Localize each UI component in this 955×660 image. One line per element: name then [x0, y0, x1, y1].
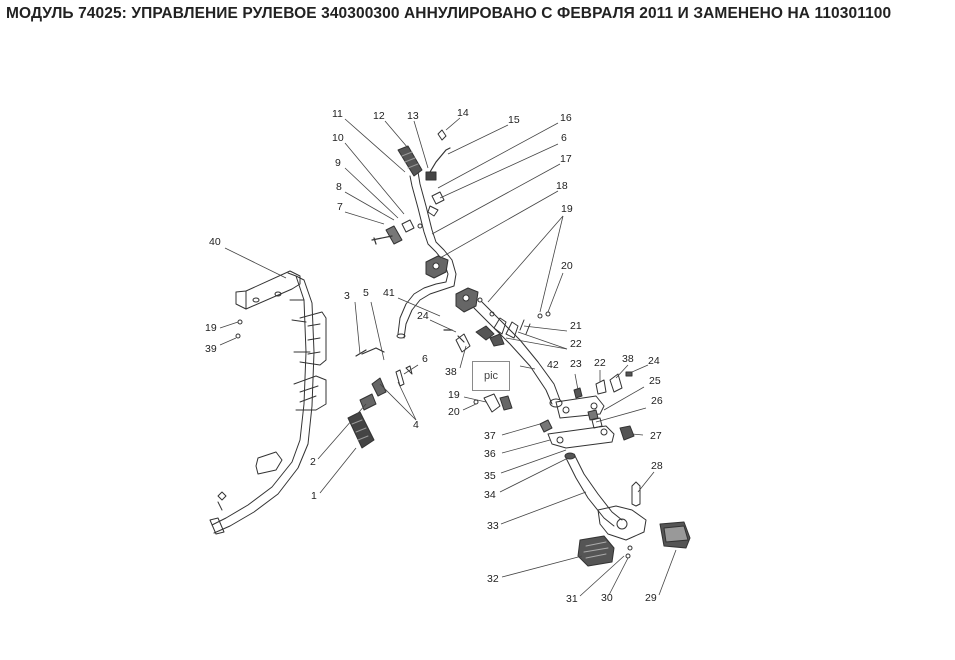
callout-3: 3 [344, 290, 350, 302]
callout-9: 9 [335, 157, 341, 169]
callout-13: 13 [407, 110, 419, 122]
callout-20-top: 20 [561, 260, 573, 272]
callout-25: 25 [649, 375, 661, 387]
callout-28: 28 [651, 460, 663, 472]
handlebar-part [396, 171, 457, 339]
callout-41: 41 [383, 287, 395, 299]
callout-6-top: 6 [561, 132, 567, 144]
page-title: МОДУЛЬ 74025: УПРАВЛЕНИЕ РУЛЕВОЕ 3403003… [6, 5, 892, 22]
callout-12: 12 [373, 110, 385, 122]
lower-shaft-part [564, 452, 647, 541]
callout-42: 42 [547, 359, 559, 371]
callout-6-left: 6 [422, 353, 428, 365]
callout-33: 33 [487, 520, 499, 532]
callout-4: 4 [413, 419, 419, 431]
callout-37: 37 [484, 430, 496, 442]
callout-18: 18 [556, 180, 568, 192]
callout-20-mid: 20 [448, 406, 460, 418]
callout-15: 15 [508, 114, 520, 126]
steering-column-part [473, 301, 563, 408]
callout-19-mid: 19 [448, 389, 460, 401]
callout-17: 17 [560, 153, 572, 165]
grip-part [397, 145, 423, 177]
callout-16: 16 [560, 112, 572, 124]
callout-22-right: 22 [594, 357, 606, 369]
callout-1: 1 [311, 490, 317, 502]
callout-10: 10 [332, 132, 344, 144]
callout-14: 14 [457, 107, 469, 119]
callout-38-right: 38 [622, 353, 634, 365]
callout-24-mid: 24 [417, 310, 429, 322]
frame-part [209, 270, 327, 535]
callout-19-top: 19 [561, 203, 573, 215]
callout-7: 7 [337, 201, 343, 213]
callout-36: 36 [484, 448, 496, 460]
callout-35: 35 [484, 470, 496, 482]
callout-21: 21 [570, 320, 582, 332]
callout-27: 27 [650, 430, 662, 442]
callout-2: 2 [310, 456, 316, 468]
callout-30: 30 [601, 592, 613, 604]
callout-40: 40 [209, 236, 221, 248]
callout-23: 23 [570, 358, 582, 370]
callout-38-left: 38 [445, 366, 457, 378]
callout-39: 39 [205, 343, 217, 355]
callout-31: 31 [566, 593, 578, 605]
callout-26: 26 [651, 395, 663, 407]
callout-11: 11 [332, 108, 343, 120]
callout-19-left: 19 [205, 322, 217, 334]
callout-22-mid: 22 [570, 338, 582, 350]
callout-29: 29 [645, 592, 657, 604]
callout-24-right: 24 [648, 355, 660, 367]
callout-32: 32 [487, 573, 499, 585]
callout-5: 5 [363, 287, 369, 299]
pic-button[interactable]: pic [472, 361, 510, 391]
callout-34: 34 [484, 489, 496, 501]
callout-8: 8 [336, 181, 342, 193]
